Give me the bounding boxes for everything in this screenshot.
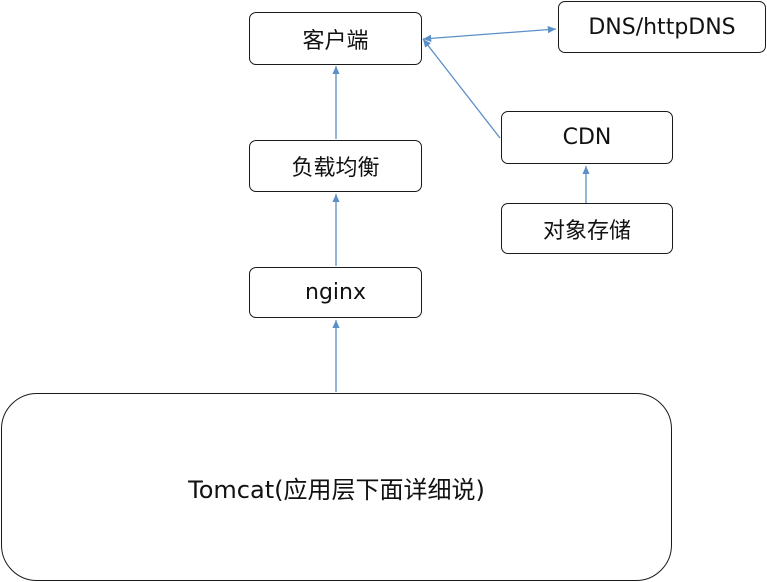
object-storage-node: 对象存储 <box>501 203 673 254</box>
load-balancer-node: 负载均衡 <box>249 140 422 192</box>
nginx-node: nginx <box>249 267 422 318</box>
cdn-node: CDN <box>501 111 673 164</box>
cdn-label: CDN <box>562 125 612 150</box>
client-label: 客户端 <box>302 28 369 54</box>
dns-label: DNS/httpDNS <box>588 14 736 40</box>
tomcat-node: Tomcat(应用层下面详细说) <box>1 393 672 581</box>
nginx-label: nginx <box>305 280 366 305</box>
client-node: 客户端 <box>249 12 422 65</box>
object-storage-label: 对象存储 <box>542 218 631 244</box>
tomcat-label: Tomcat(应用层下面详细说) <box>188 475 485 504</box>
arrow-client-dns-bidirectional <box>422 25 557 43</box>
load-balancer-label: 负载均衡 <box>291 156 380 181</box>
arrow-cdn-to-client <box>422 38 501 139</box>
dns-node: DNS/httpDNS <box>558 1 766 53</box>
